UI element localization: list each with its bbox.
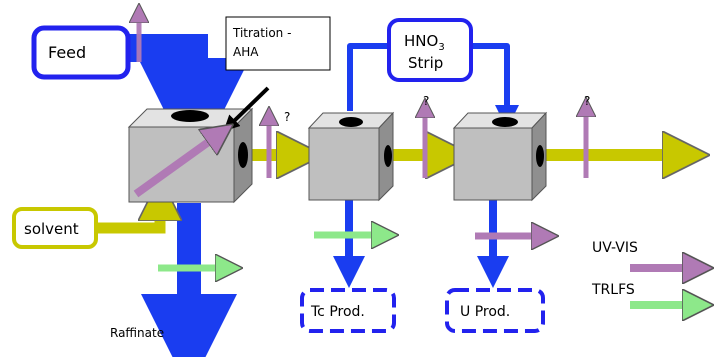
hno3-formula: HNO [404,32,438,50]
cube-1-top-port [171,110,209,122]
raffinate-label: Raffinate [110,326,164,340]
question-mark-stage-1: ? [284,110,290,124]
cube-2-side-port [384,145,392,167]
strip-label: Strip [408,54,443,72]
trlfs-probe-arrows [158,235,690,305]
hno3-strip-box: HNO3 Strip [387,18,473,82]
feed-box-frame [31,25,131,80]
uv-vis-probe-arrows [136,18,690,268]
titration-box-frame [225,16,331,71]
feed-label: Feed [48,43,86,62]
stage-cube-3 [452,111,548,202]
cube-2-front [308,127,380,201]
hno3-label: HNO3 [404,32,445,53]
cube-3-top-port [492,117,518,127]
feed-stream-arrow [128,34,250,170]
tc-product-box-frame [300,288,396,333]
solvent-box: solvent [12,207,98,249]
hno3-subscript: 3 [438,42,444,53]
cube-1-side-port [238,142,248,168]
titration-label-line-2: AHA [233,45,259,59]
trlfs-legend-label: TRLFS [591,282,635,298]
solvent-box-frame [12,207,98,249]
u-product-box-frame [445,288,545,333]
question-mark-stage-3: ? [584,94,590,108]
cube-3-front [453,127,533,201]
tc-product-box: Tc Prod. [300,288,396,333]
uv-vis-legend-label: UV-VIS [592,240,638,256]
titration-label-line-1: Titration - [232,26,291,40]
solvent-label: solvent [24,220,79,238]
tc-product-label: Tc Prod. [310,304,365,320]
uv-vis-arrow-cube-1-diagonal [133,138,214,198]
titration-pointer-arrow [223,86,270,132]
titration-box: Titration - AHA [225,16,331,71]
question-mark-stage-2: ? [423,94,429,108]
cube-3-side-port [536,145,544,167]
solvent-stream-arrow [96,210,160,234]
feed-box: Feed [31,25,131,80]
u-product-label: U Prod. [460,304,510,320]
cube-2-top-port [339,117,363,127]
u-product-box: U Prod. [445,288,545,333]
stage-cube-2 [307,111,395,202]
hno3-strip-box-frame [387,18,473,82]
